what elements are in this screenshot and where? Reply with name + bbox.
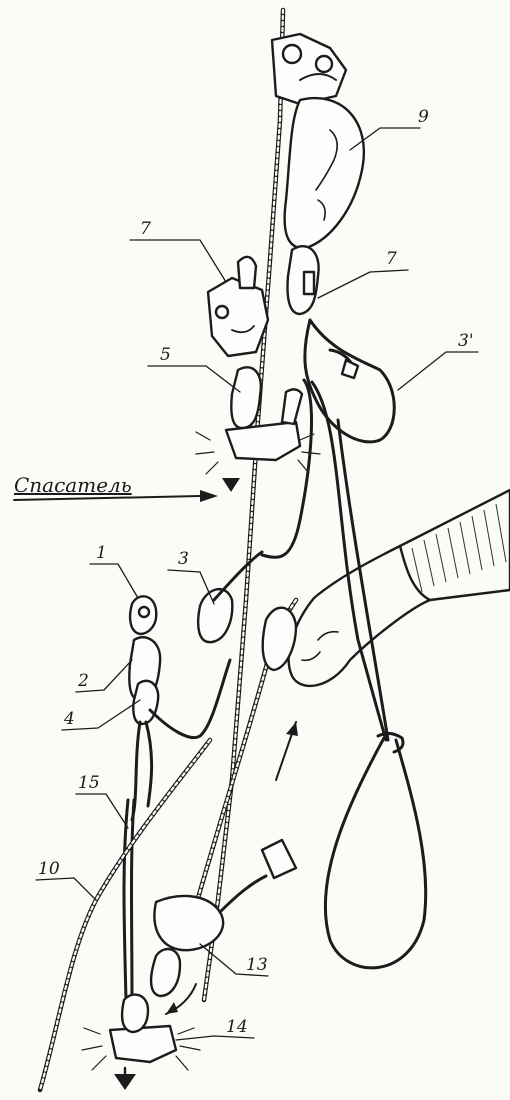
callout-10: 9 (418, 107, 429, 127)
ascender-7 (208, 257, 268, 356)
callout-2: 2 (77, 671, 89, 691)
rescuer-label: Спасатель (14, 473, 132, 497)
callout-14: 14 (226, 1017, 248, 1037)
callout-1: 1 (96, 543, 107, 563)
callout-12: 10 (38, 859, 60, 879)
rescuer-arm (289, 490, 510, 686)
callout-5: 5 (160, 345, 171, 365)
carabiner-9 (288, 246, 319, 314)
arrow-down-bottom (114, 1068, 136, 1090)
arrow-down-upper (222, 478, 240, 492)
callout-9: 7 (386, 249, 397, 269)
anchor-bottom-14 (82, 984, 200, 1070)
carabiner-10 (285, 98, 364, 248)
callout-15: 15 (78, 773, 100, 793)
ascender-top (272, 34, 346, 104)
callout-13: 13 (246, 955, 268, 975)
leader-lines (36, 128, 478, 1040)
cord-loop-3prime (305, 320, 394, 442)
carabiner-5 (231, 367, 260, 428)
rope-15 (124, 800, 134, 1000)
callout-7: 7 (140, 219, 151, 239)
callout-3prime: 3' (458, 331, 474, 351)
callout-3: 3 (178, 549, 189, 569)
callout-4-visible: 4 (63, 709, 75, 729)
